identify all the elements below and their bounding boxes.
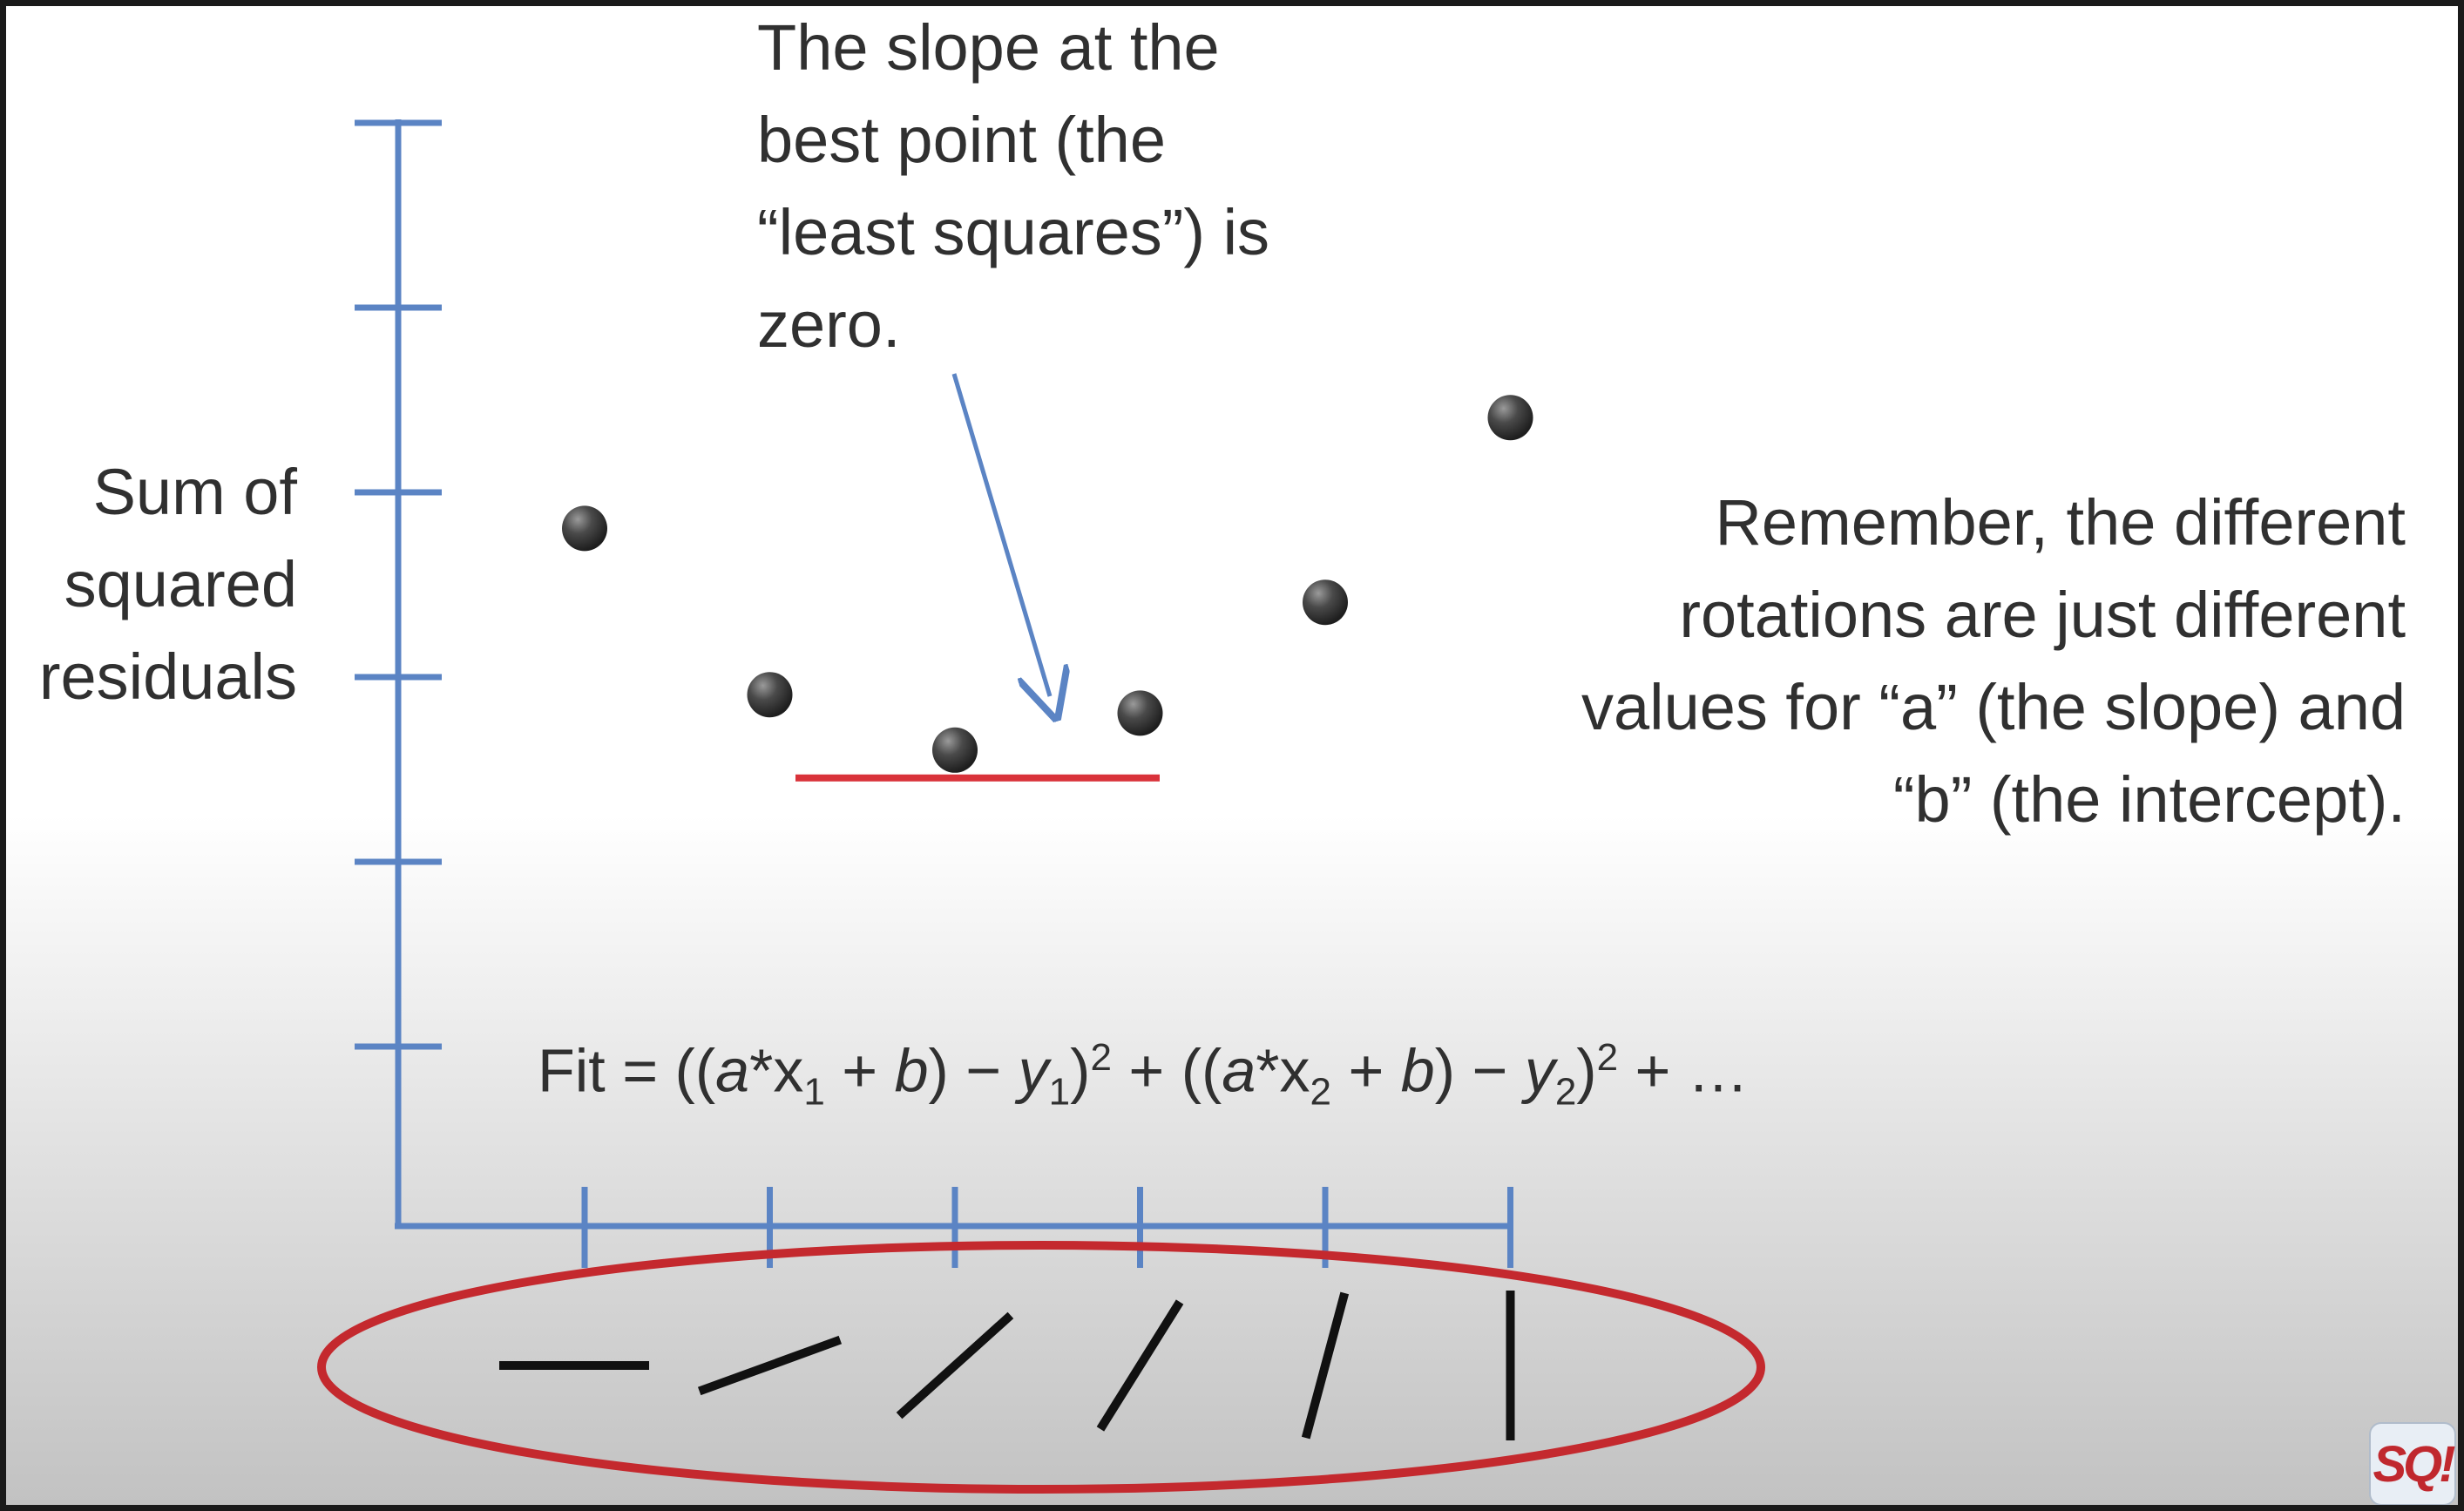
y-axis-ticks — [355, 119, 442, 1050]
formula-part: ) − — [928, 1036, 1019, 1105]
formula-part: *x — [1256, 1036, 1310, 1105]
data-point — [747, 672, 793, 718]
data-point — [562, 505, 607, 552]
data-point — [1117, 690, 1163, 736]
data-point — [932, 727, 978, 773]
formula-part: ) − — [1434, 1036, 1525, 1105]
formula-sub: 2 — [1554, 1070, 1577, 1114]
y-axis-label-line: squared — [64, 548, 297, 620]
chart-canvas — [317, 119, 1765, 1494]
formula-part: ) — [1070, 1036, 1091, 1105]
annotation-line: “least squares”) is — [757, 196, 1270, 268]
remember-line: values for “a” (the slope) and — [1581, 671, 2406, 743]
fit-formula: Fit = ((a*x1 + b) − y1)2 + ((a*x2 + b) −… — [538, 1019, 1749, 1131]
formula-sub: 2 — [1310, 1070, 1331, 1114]
annotation-line: zero. — [757, 288, 901, 361]
rotation-line — [1301, 1291, 1350, 1440]
formula-sup: 2 — [1090, 1036, 1112, 1079]
rotation-lines — [499, 1291, 1515, 1440]
formula-part: b — [894, 1036, 929, 1105]
annotation-line: The slope at the — [757, 11, 1220, 84]
rotations-ellipse — [317, 1241, 1765, 1494]
formula-part: y — [1018, 1036, 1049, 1105]
rotation-line — [896, 1311, 1014, 1420]
y-axis-label-line: Sum of — [92, 456, 297, 528]
data-point — [1487, 395, 1533, 441]
formula-sup: 2 — [1596, 1036, 1619, 1079]
formula-part: + — [1331, 1036, 1401, 1105]
formula-part: *x — [749, 1036, 804, 1105]
formula-sub: 1 — [803, 1070, 825, 1114]
formula-part: + (( — [1111, 1036, 1222, 1105]
y-axis-label: Sum of squared residuals — [39, 446, 297, 723]
formula-part: + … — [1618, 1036, 1749, 1105]
formula-part: a — [1222, 1036, 1256, 1105]
formula-part: b — [1400, 1036, 1435, 1105]
annotation-arrow — [951, 373, 1050, 696]
formula-part: + — [824, 1036, 895, 1105]
remember-note: Remember, the different rotations are ju… — [1581, 477, 2406, 846]
channel-logo: SQ! — [2369, 1422, 2456, 1505]
formula-part: y — [1524, 1036, 1555, 1105]
formula-sub: 1 — [1048, 1070, 1071, 1114]
formula-part: Fit = (( — [538, 1036, 716, 1105]
rotation-line — [697, 1335, 843, 1396]
remember-line: “b” (the intercept). — [1892, 763, 2406, 836]
y-axis-label-line: residuals — [38, 640, 297, 713]
slope-annotation: The slope at the best point (the “least … — [757, 6, 1270, 371]
rotation-line — [1096, 1299, 1184, 1432]
remember-line: rotations are just different — [1679, 579, 2406, 651]
formula-part: ) — [1576, 1036, 1597, 1105]
annotation-line: best point (the — [757, 104, 1166, 176]
data-points — [562, 395, 1533, 773]
formula-part: a — [715, 1036, 750, 1105]
data-point — [1303, 579, 1348, 626]
remember-line: Remember, the different — [1715, 486, 2406, 559]
